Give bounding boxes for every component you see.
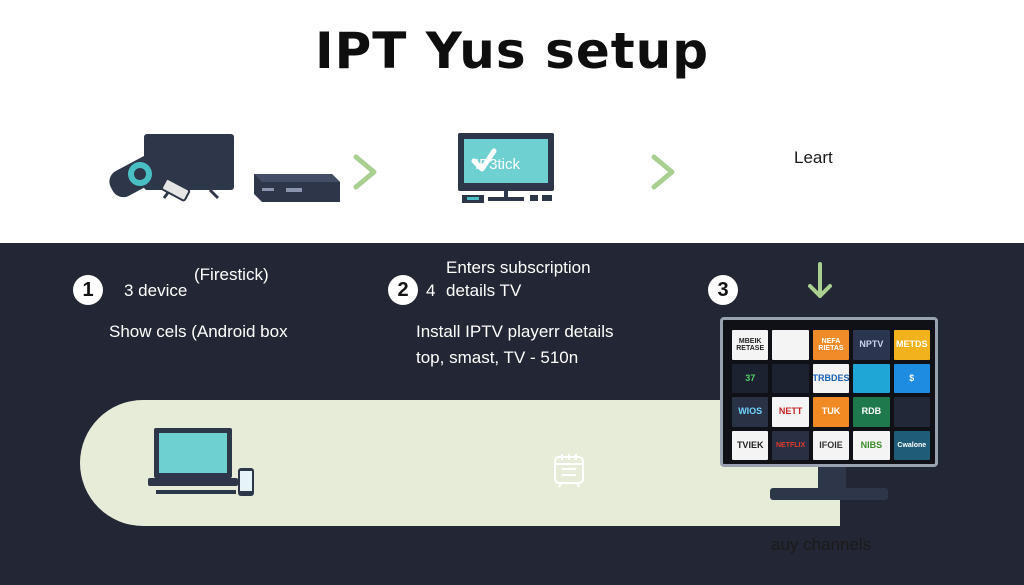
channel-tile [853,363,890,393]
step-2-line-top: Enters subscription [446,258,591,277]
channel-tile: NETT [772,397,809,427]
chevron-right-icon [651,154,675,190]
channel-tile [772,363,809,393]
channel-tile: $ [893,363,930,393]
channel-tile: TUK [812,397,850,427]
step-2-number: 2 [388,275,418,305]
channel-tile: WIOS [732,397,769,427]
step-1-line-a: 3 device [124,281,188,300]
step-2-line-c: top, smast, TV - 510n [416,348,579,367]
step-2-line-a: details TV [446,281,522,300]
smart-tv-check-icon [458,133,554,203]
learn-label: Leart [794,148,833,167]
channel-tile: METDS [893,330,930,360]
channel-tile: Cwalone [893,430,930,460]
tv-screen-label: IP3tick [475,156,521,173]
channel-tile: NIBS [853,430,890,460]
step-3-number: 3 [708,275,738,305]
channel-tile: NPTV [853,330,890,360]
channel-tile: TVIEK [732,430,769,460]
channel-tile [893,397,930,427]
calendar-icon [554,454,584,488]
step-2-line-b: Install IPTV playerr details [416,322,614,341]
channel-tile [772,330,809,360]
channel-tile: RDB [853,397,890,427]
step-1-number: 1 [73,275,103,305]
page-title: IPT Yus setup [314,22,710,80]
firestick-device-icon [109,134,340,202]
step-1-raised: (Firestick) [194,265,269,284]
arrow-down-icon [808,262,832,298]
step-2-prefix: 4 [426,281,436,300]
channel-tile: IFOIE [812,430,850,460]
laptop-phone-icon [148,428,254,496]
channel-tile: MBEIK RETASE [732,330,769,360]
channel-tile: NEFA RIETAS [812,330,850,360]
tv-stand [818,467,846,489]
channel-tile: 37 [732,363,769,393]
tv-base [770,488,888,500]
step-1-line-b: Show cels (Android box [109,322,288,341]
channel-tile: TRBDES [812,363,850,393]
channel-tile: NETFLIX [772,430,809,460]
step-3-caption: auy channels [771,535,872,554]
chevron-right-icon [353,154,377,190]
